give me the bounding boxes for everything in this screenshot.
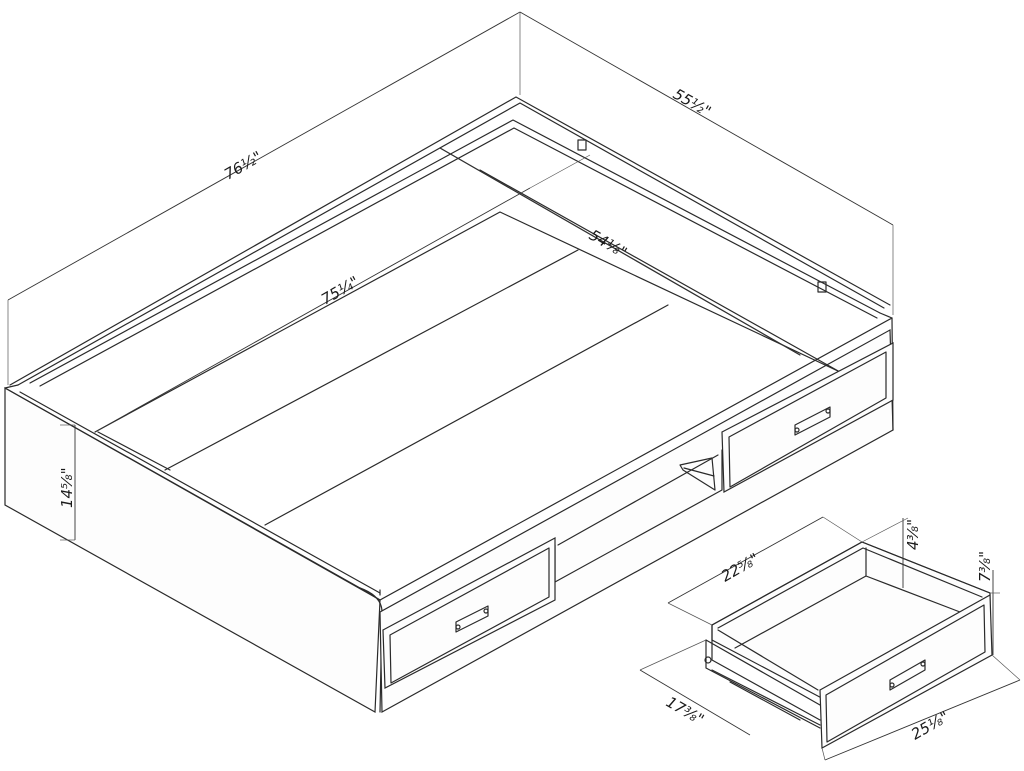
loose-drawer bbox=[704, 541, 993, 749]
bed-height-label: 14⅝" bbox=[58, 467, 76, 508]
drawer-depth-label: 17⅜" bbox=[663, 693, 707, 729]
bed-width-label: 55½" bbox=[670, 85, 714, 121]
drawer-inner-height-label: 4⅜" bbox=[904, 519, 922, 550]
brackets bbox=[577, 139, 827, 293]
bed-drawer-right bbox=[721, 342, 894, 493]
drawer-width-label: 22⅝" bbox=[718, 550, 762, 586]
bed-length-label: 76½" bbox=[221, 148, 265, 184]
dimension-lines bbox=[7, 11, 1021, 761]
mattress-width-label: 54⅛" bbox=[586, 226, 630, 262]
drawer-front-width-label: 25⅛" bbox=[908, 708, 952, 744]
mattress-length-label: 75¼" bbox=[318, 273, 362, 309]
bed-drawer-left bbox=[382, 536, 556, 689]
drawer-outer-height-label: 7⅜" bbox=[976, 551, 994, 582]
